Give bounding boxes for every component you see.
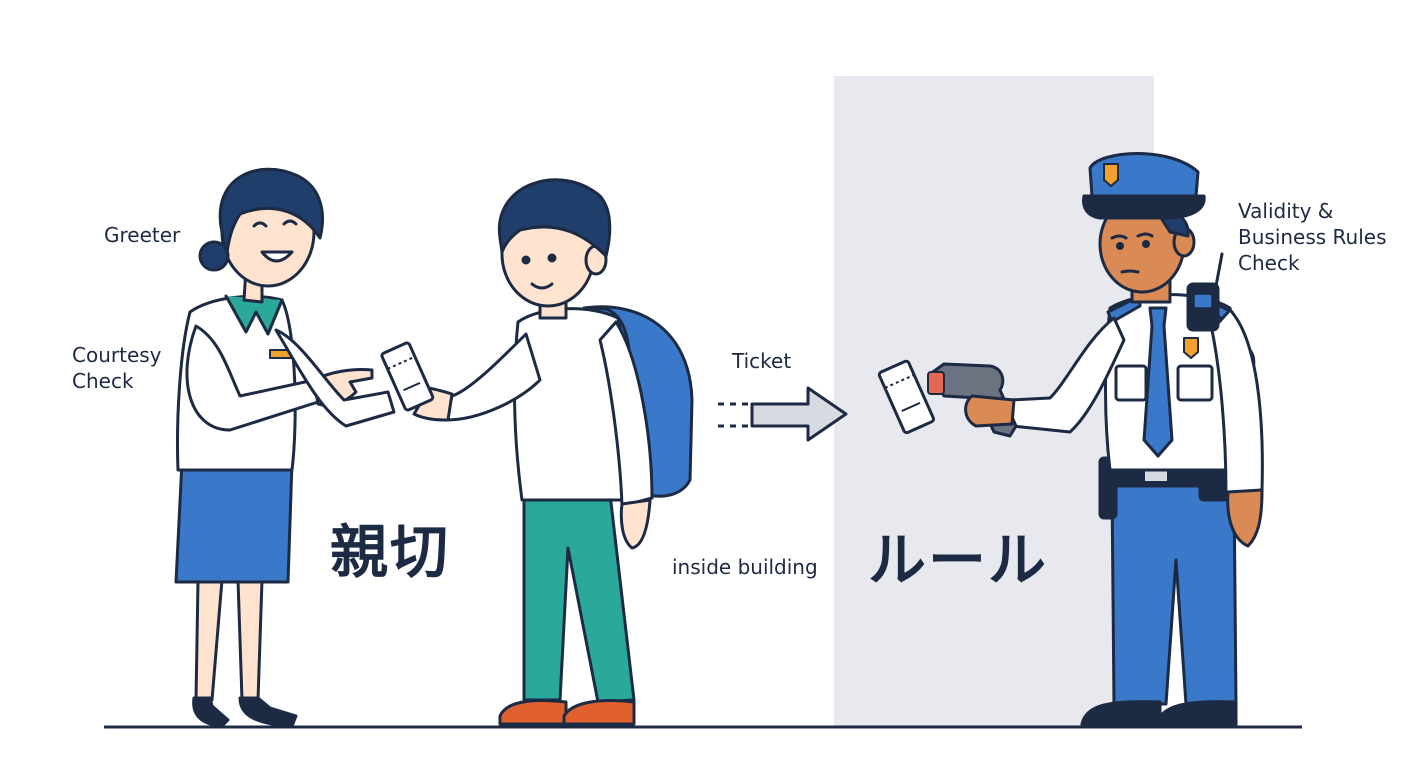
greeter-label: Greeter [104, 223, 181, 247]
scanner-icon [927, 362, 1018, 438]
validity-check-label-line2: Business Rules [1238, 225, 1387, 249]
greeter-figure [174, 167, 396, 728]
badge-icon [1183, 337, 1199, 359]
courtesy-check-label-line2: Check [72, 369, 134, 393]
arrow-right-icon [718, 386, 848, 442]
kindness-heading: 親切 [330, 518, 451, 586]
ticket-label: Ticket [732, 349, 792, 373]
guard-figure [1008, 152, 1264, 728]
visitor-figure [410, 178, 694, 726]
validity-check-label-line3: Check [1238, 251, 1300, 275]
rules-heading: ルール [868, 526, 1049, 594]
courtesy-check-label-line1: Courtesy [72, 343, 162, 367]
validity-check-label-line1: Validity & [1238, 199, 1334, 223]
ticket-icon [380, 341, 435, 412]
radio-icon [1186, 252, 1224, 332]
scanned-ticket-icon [877, 359, 935, 435]
inside-building-label: inside building [672, 555, 818, 579]
